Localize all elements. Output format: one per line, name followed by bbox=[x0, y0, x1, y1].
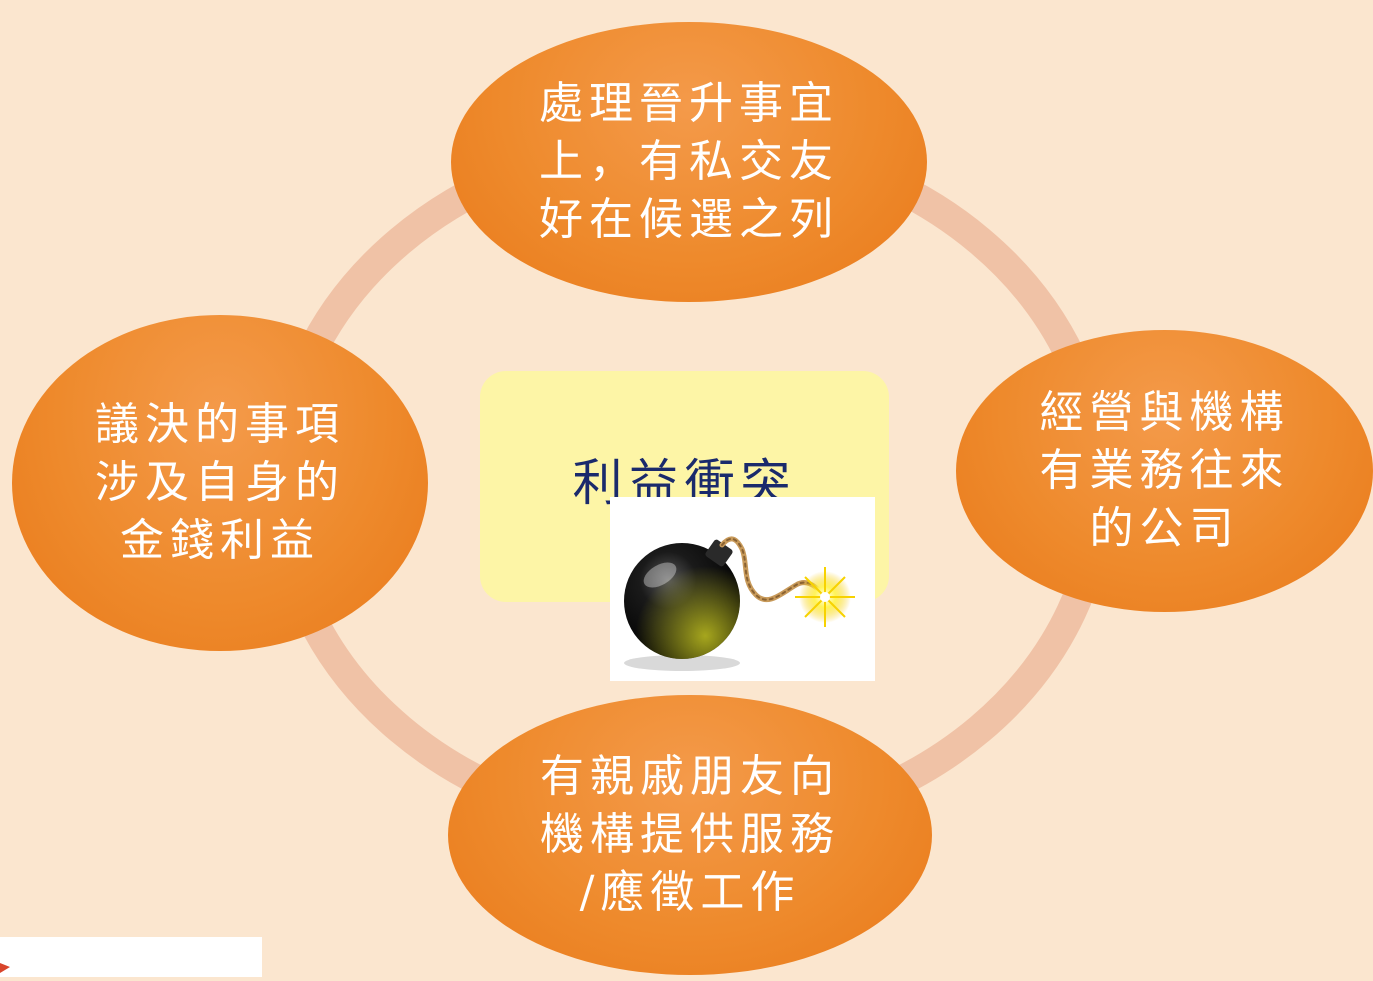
node-relatives-services: 有親戚朋友向 機構提供服務 /應徵工作 bbox=[448, 695, 932, 975]
node-business-dealings: 經營與機構 有業務往來 的公司 bbox=[956, 330, 1373, 612]
node-line: 處理晉升事宜 bbox=[539, 78, 839, 129]
node-line: 經營與機構 bbox=[1039, 387, 1290, 438]
node-line: 有親戚朋友向 bbox=[540, 751, 840, 802]
node-line: 機構提供服務 bbox=[540, 809, 840, 860]
node-line: 涉及自身的 bbox=[95, 457, 345, 508]
node-line: 金錢利益 bbox=[120, 515, 320, 566]
bomb-icon bbox=[624, 536, 855, 671]
bomb-picture bbox=[610, 497, 875, 681]
node-line: 有業務往來 bbox=[1039, 445, 1290, 496]
node-line: /應徵工作 bbox=[579, 867, 801, 918]
node-financial-interest: 議決的事項 涉及自身的 金錢利益 bbox=[12, 315, 428, 651]
node-line: 的公司 bbox=[1089, 503, 1240, 554]
node-line: 上，有私交友 bbox=[539, 136, 839, 187]
node-line: 好在候選之列 bbox=[539, 194, 839, 245]
node-line: 議決的事項 bbox=[95, 399, 345, 450]
logo-fragment-icon bbox=[0, 963, 10, 973]
corner-logo-fragment bbox=[0, 937, 262, 977]
node-promotion-friends: 處理晉升事宜 上，有私交友 好在候選之列 bbox=[451, 22, 927, 302]
